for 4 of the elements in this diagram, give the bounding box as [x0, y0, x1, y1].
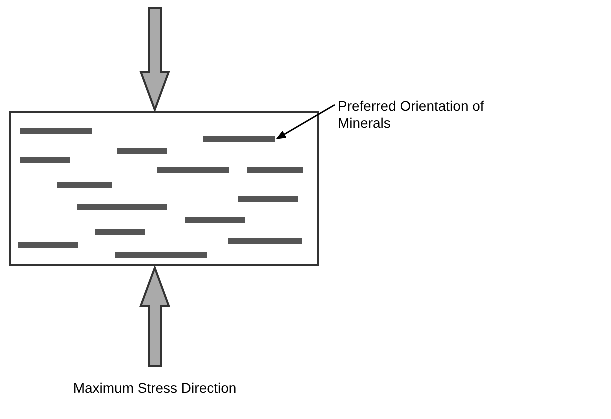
caption: Maximum Stress Direction	[72, 380, 238, 397]
leader-line	[276, 104, 336, 140]
mineral-grain	[203, 136, 275, 142]
callout-text: Preferred Orientation of Minerals	[338, 98, 488, 132]
